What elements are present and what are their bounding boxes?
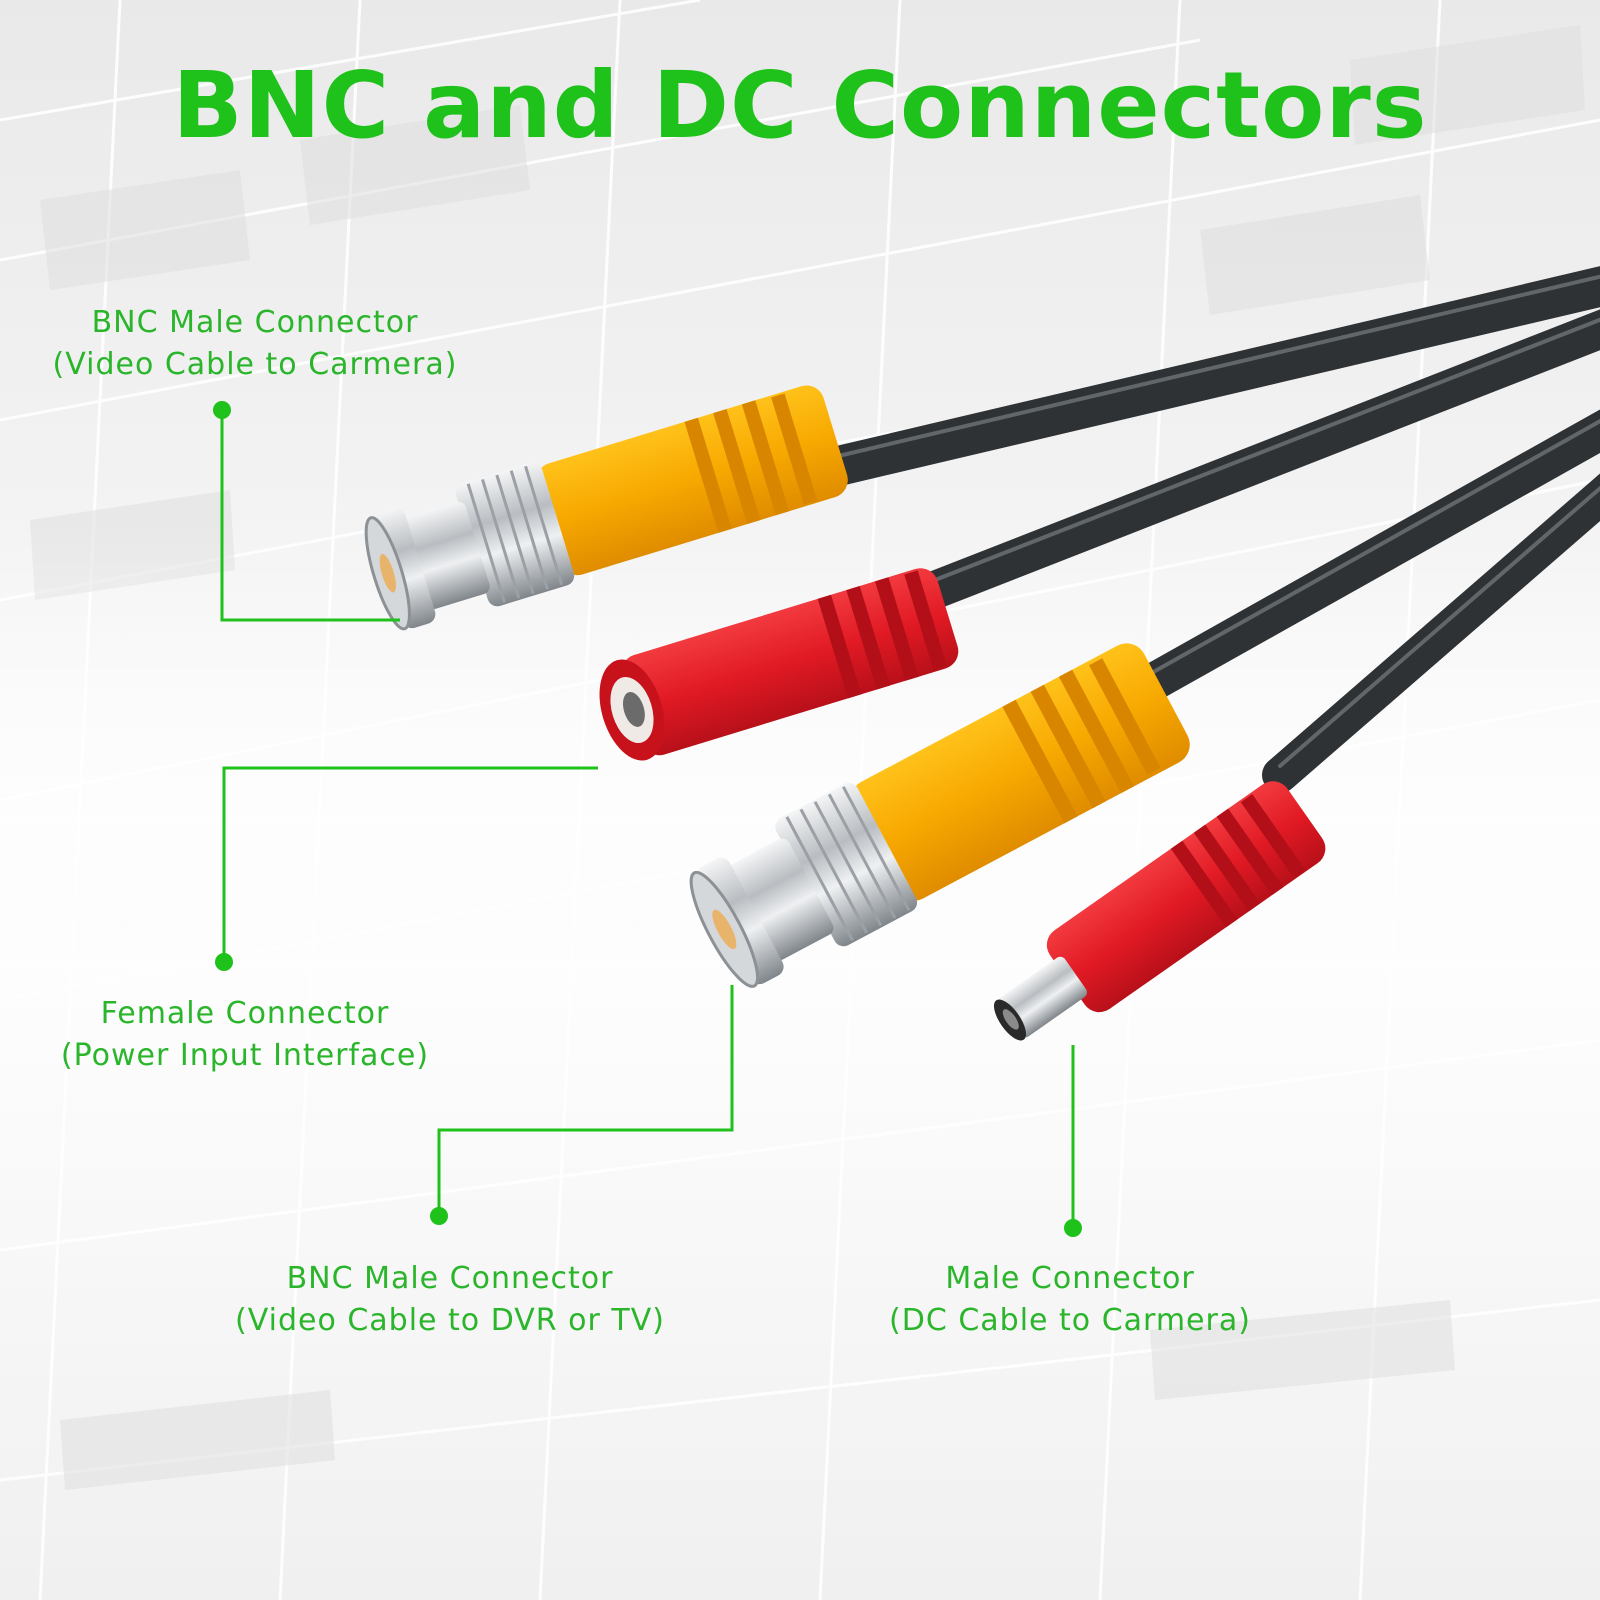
page-title: BNC and DC Connectors <box>172 52 1428 159</box>
callout-dot-male-dc <box>1064 1219 1082 1237</box>
label-line-1: Male Connector <box>945 1261 1195 1296</box>
label-bnc-male-camera: BNC Male Connector (Video Cable to Carme… <box>20 302 490 386</box>
callout-lines <box>220 410 1075 1225</box>
label-line-2: (Video Cable to DVR or TV) <box>235 1303 665 1338</box>
bnc-connector-top <box>364 385 848 631</box>
bnc-connector-bottom <box>689 643 1190 988</box>
label-line-2: (Power Input Interface) <box>60 1038 430 1073</box>
label-line-2: (DC Cable to Carmera) <box>889 1303 1251 1338</box>
label-line-1: Female Connector <box>100 996 390 1031</box>
black-cables <box>810 266 1600 793</box>
label-line-1: BNC Male Connector <box>91 305 419 340</box>
callout-dots <box>213 401 1082 1237</box>
callout-dot-bnc-camera <box>213 401 231 419</box>
label-line-2: (Video Cable to Carmera) <box>52 347 458 382</box>
callout-dot-bnc-dvr <box>430 1207 448 1225</box>
male-dc-connector <box>993 781 1326 1041</box>
female-dc-connector <box>599 568 959 761</box>
callout-dot-female-power <box>215 953 233 971</box>
label-female-power: Female Connector (Power Input Interface) <box>30 993 460 1077</box>
label-bnc-male-dvr: BNC Male Connector (Video Cable to DVR o… <box>200 1258 700 1342</box>
label-male-dc: Male Connector (DC Cable to Carmera) <box>830 1258 1310 1342</box>
label-line-1: BNC Male Connector <box>286 1261 614 1296</box>
